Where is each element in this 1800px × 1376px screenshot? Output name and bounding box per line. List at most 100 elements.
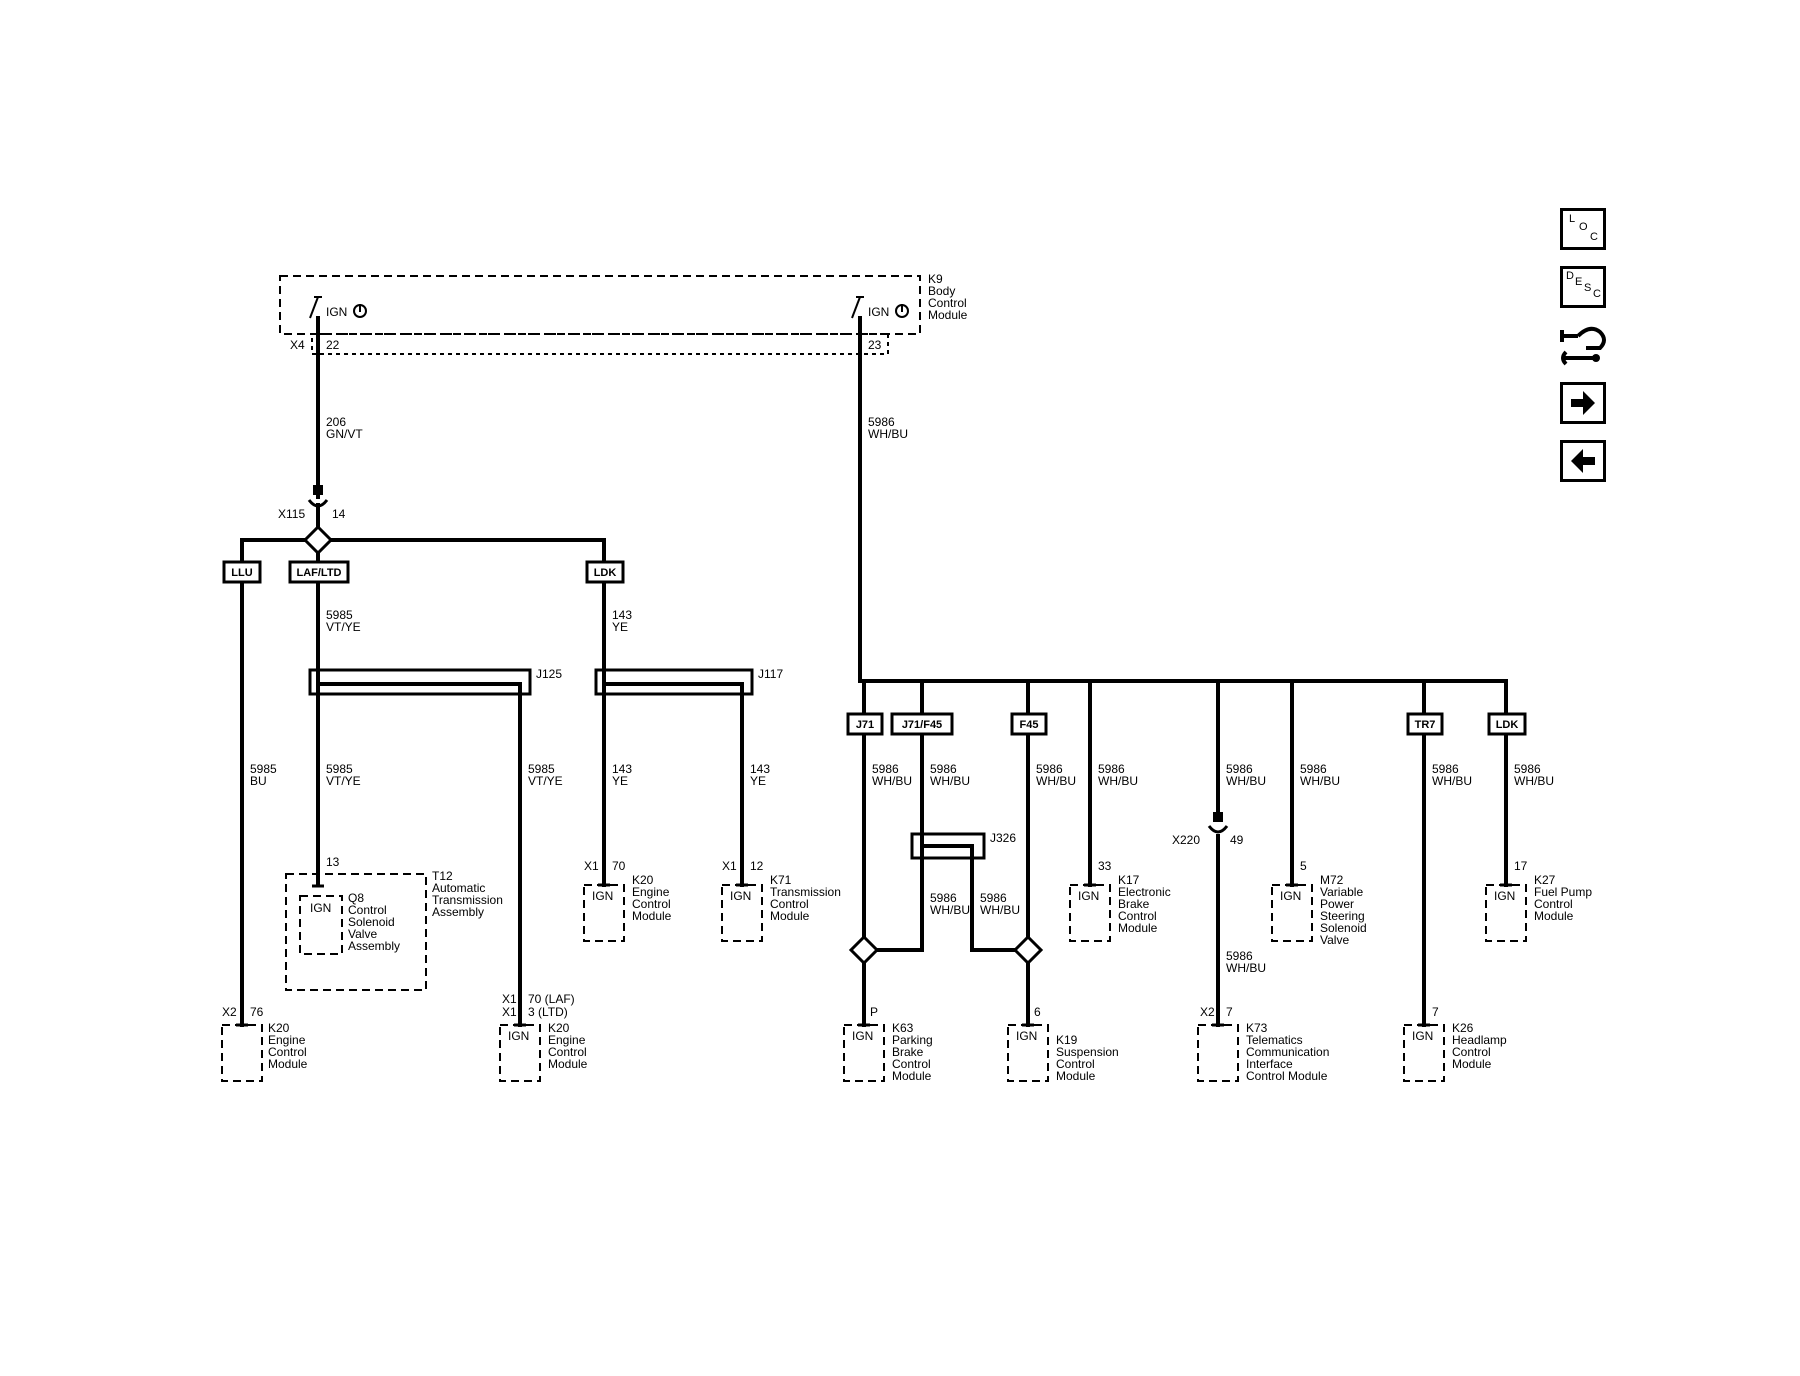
svg-text:IGN: IGN (1412, 1029, 1433, 1043)
loc-letter-l: L (1569, 213, 1576, 225)
svg-text:Interface: Interface (1246, 1057, 1293, 1071)
svg-text:Q8: Q8 (348, 891, 364, 905)
svg-text:Module: Module (1118, 921, 1158, 935)
svg-text:F45: F45 (1020, 719, 1039, 731)
wire-label-color: WH/BU (1036, 774, 1076, 788)
wire-5986-color: WH/BU (868, 427, 908, 441)
component-m72: 5 IGN M72 Variable Power Steering Soleno… (1271, 859, 1367, 947)
svg-text:X1: X1 (722, 859, 737, 873)
bcm-ign-label-left: IGN (326, 305, 347, 319)
wire-label-color: WH/BU (1514, 774, 1554, 788)
wire-label-color: WH/BU (1300, 774, 1340, 788)
svg-text:LLU: LLU (231, 567, 252, 579)
x220-pin: 49 (1230, 833, 1244, 847)
bcm-connector: X4 (290, 338, 305, 352)
loc-letter-o: O (1579, 221, 1588, 233)
component-k26: 7 IGN K26 Headlamp Control Module (1403, 1005, 1507, 1082)
wire-143-color-3: YE (750, 774, 766, 788)
connector-view-button[interactable] (1556, 322, 1610, 370)
svg-text:K73: K73 (1246, 1021, 1268, 1035)
svg-text:Telematics: Telematics (1246, 1033, 1303, 1047)
component-k19: 6 IGN K19 Suspension Control Module (1007, 1005, 1119, 1083)
svg-text:J71: J71 (856, 719, 874, 731)
wire-5985-bu-color: BU (250, 774, 267, 788)
svg-text:Assembly: Assembly (348, 939, 400, 953)
svg-text:K27: K27 (1534, 873, 1556, 887)
svg-text:Headlamp: Headlamp (1452, 1033, 1507, 1047)
svg-text:Module: Module (892, 1069, 932, 1083)
svg-text:Module: Module (632, 909, 672, 923)
svg-text:K63: K63 (892, 1021, 914, 1035)
wire-143-circuit-3: 143 (750, 762, 770, 776)
next-page-button[interactable] (1560, 382, 1606, 424)
svg-text:Control: Control (892, 1057, 931, 1071)
ign-switch-left-icon (309, 296, 319, 319)
bcm-name-2: Control (928, 296, 967, 310)
desc-letter-c: C (1593, 288, 1601, 300)
arrow-left-icon (1571, 449, 1595, 473)
bcm-name-1: Body (928, 284, 955, 298)
svg-text:Valve: Valve (348, 927, 377, 941)
component-k20-x2: X2 76 K20 Engine Control Module (221, 1005, 308, 1082)
component-t12: 13 IGN Q8 Control Solenoid Valve Assembl… (285, 855, 503, 991)
description-button[interactable]: D E S C (1560, 266, 1606, 308)
svg-text:76: 76 (250, 1005, 264, 1019)
power-icon (895, 304, 909, 318)
previous-page-button[interactable] (1560, 440, 1606, 482)
svg-text:Control: Control (1118, 909, 1157, 923)
svg-text:P: P (870, 1005, 878, 1019)
j117-label: J117 (758, 667, 783, 681)
bcm-ign-label-right: IGN (868, 305, 889, 319)
svg-text:IGN: IGN (1078, 889, 1099, 903)
svg-text:70 (LAF): 70 (LAF) (528, 992, 575, 1006)
wire-label-circuit: 5986 (1036, 762, 1063, 776)
svg-text:70: 70 (612, 859, 626, 873)
svg-text:LDK: LDK (1496, 719, 1519, 731)
wire-5986-circuit: 5986 (868, 415, 895, 429)
splice-diamond (1012, 934, 1044, 966)
wire-label-circuit: 5986 (1226, 949, 1253, 963)
svg-text:LDK: LDK (594, 567, 617, 579)
body-control-module: IGN IGN K9 Body Control Module X4 22 23 (279, 272, 968, 355)
svg-text:J71/F45: J71/F45 (902, 719, 942, 731)
svg-text:X2: X2 (1200, 1005, 1215, 1019)
wire-5985-circuit-2: 5985 (326, 762, 353, 776)
svg-text:K17: K17 (1118, 873, 1140, 887)
component-k17: 33 IGN K17 Electronic Brake Control Modu… (1069, 859, 1171, 942)
bcm-pin-22: 22 (326, 338, 340, 352)
desc-letter-d: D (1566, 270, 1574, 282)
svg-text:Transmission: Transmission (770, 885, 841, 899)
svg-text:Variable: Variable (1320, 885, 1363, 899)
component-k20-laf-ltd: X1 70 (LAF) X1 3 (LTD) IGN K20 Engine Co… (499, 992, 588, 1082)
splice-diamond (848, 934, 880, 966)
svg-text:Control: Control (268, 1045, 307, 1059)
svg-text:6: 6 (1034, 1005, 1041, 1019)
svg-text:Power: Power (1320, 897, 1354, 911)
splice-pack-j326 (910, 832, 986, 952)
harness-connector-icon (1560, 326, 1606, 366)
svg-text:K20: K20 (548, 1021, 570, 1035)
svg-text:17: 17 (1514, 859, 1528, 873)
wire-5985-color-3: VT/YE (528, 774, 563, 788)
wire-5985-color-2: VT/YE (326, 774, 361, 788)
option-tag-j71: J71 (846, 712, 884, 736)
svg-text:K20: K20 (268, 1021, 290, 1035)
wire-label-circuit: 5986 (1300, 762, 1327, 776)
option-tag-f45: F45 (1010, 712, 1048, 736)
svg-text:X1: X1 (502, 1005, 517, 1019)
svg-text:Control: Control (1534, 897, 1573, 911)
svg-text:IGN: IGN (508, 1029, 529, 1043)
option-tag-ldk: LDK (585, 560, 625, 584)
splice-diamond (302, 524, 334, 556)
wire-label-circuit: 5986 (872, 762, 899, 776)
arrow-right-icon (1571, 391, 1595, 415)
svg-text:Control: Control (632, 897, 671, 911)
ign-switch-right-icon (851, 296, 861, 319)
wire-5985-circuit-3: 5985 (528, 762, 555, 776)
wire-143-color-2: YE (612, 774, 628, 788)
wire-143-color: YE (612, 620, 628, 634)
location-button[interactable]: L O C (1560, 208, 1606, 250)
svg-text:5: 5 (1300, 859, 1307, 873)
svg-text:IGN: IGN (730, 889, 751, 903)
